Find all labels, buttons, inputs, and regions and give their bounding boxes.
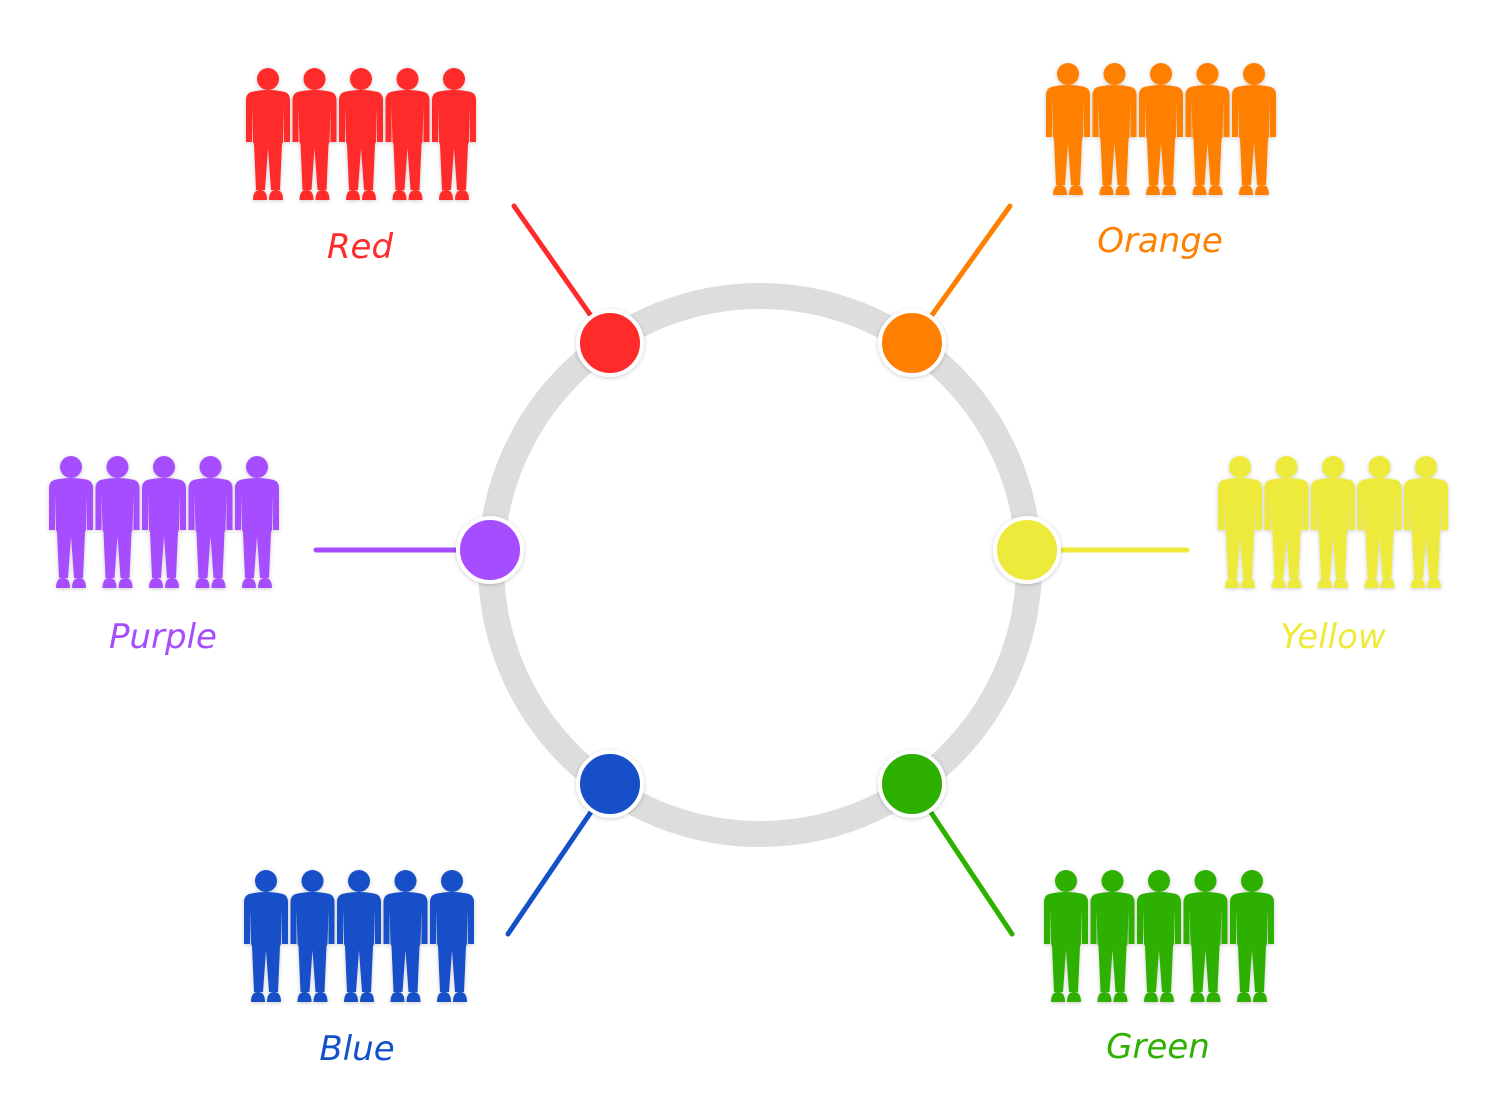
node-orange [878,309,946,377]
person-icon [432,68,476,200]
person-icon [1046,63,1090,195]
people-icons-yellow [1218,456,1448,588]
person-icon [246,68,290,200]
person-icon [290,870,335,1002]
person-icon [1137,870,1181,1002]
people-icons-orange [1046,63,1276,195]
group-label-green: Green [1106,1027,1210,1067]
person-icon [430,870,474,1002]
people-icons-red [246,68,476,200]
person-icon [1311,456,1355,588]
person-icon [1185,63,1230,195]
group-green: Green [878,750,1274,1067]
person-icon [142,456,186,588]
person-icon [337,870,381,1002]
person-icon [1044,870,1088,1002]
node-purple [456,516,524,584]
people-icons-blue [244,870,474,1002]
people-icons-purple [49,456,279,588]
person-icon [1357,456,1402,588]
person-icon [1218,456,1262,588]
node-red [576,309,644,377]
group-label-yellow: Yellow [1280,617,1386,657]
person-icon [188,456,233,588]
person-icon [383,870,428,1002]
person-icon [1232,63,1276,195]
group-red: Red [246,68,644,377]
node-green [878,750,946,818]
person-icon [1264,456,1309,588]
person-icon [95,456,140,588]
person-icon [235,456,279,588]
person-icon [1404,456,1448,588]
node-yellow [993,516,1061,584]
group-label-orange: Orange [1097,221,1223,261]
group-label-red: Red [327,227,394,267]
wheel-ring [478,283,1042,847]
person-icon [385,68,430,200]
group-yellow: Yellow [993,456,1448,657]
group-label-blue: Blue [319,1029,394,1069]
group-blue: Blue [244,750,644,1069]
person-icon [292,68,337,200]
person-icon [244,870,288,1002]
group-purple: Purple [49,456,524,657]
group-label-purple: Purple [109,617,217,657]
person-icon [1139,63,1183,195]
person-icon [339,68,383,200]
people-icons-green [1044,870,1274,1002]
person-icon [1090,870,1135,1002]
person-icon [1183,870,1228,1002]
node-blue [576,750,644,818]
person-icon [1092,63,1137,195]
person-icon [1230,870,1274,1002]
person-icon [49,456,93,588]
group-orange: Orange [878,63,1276,377]
